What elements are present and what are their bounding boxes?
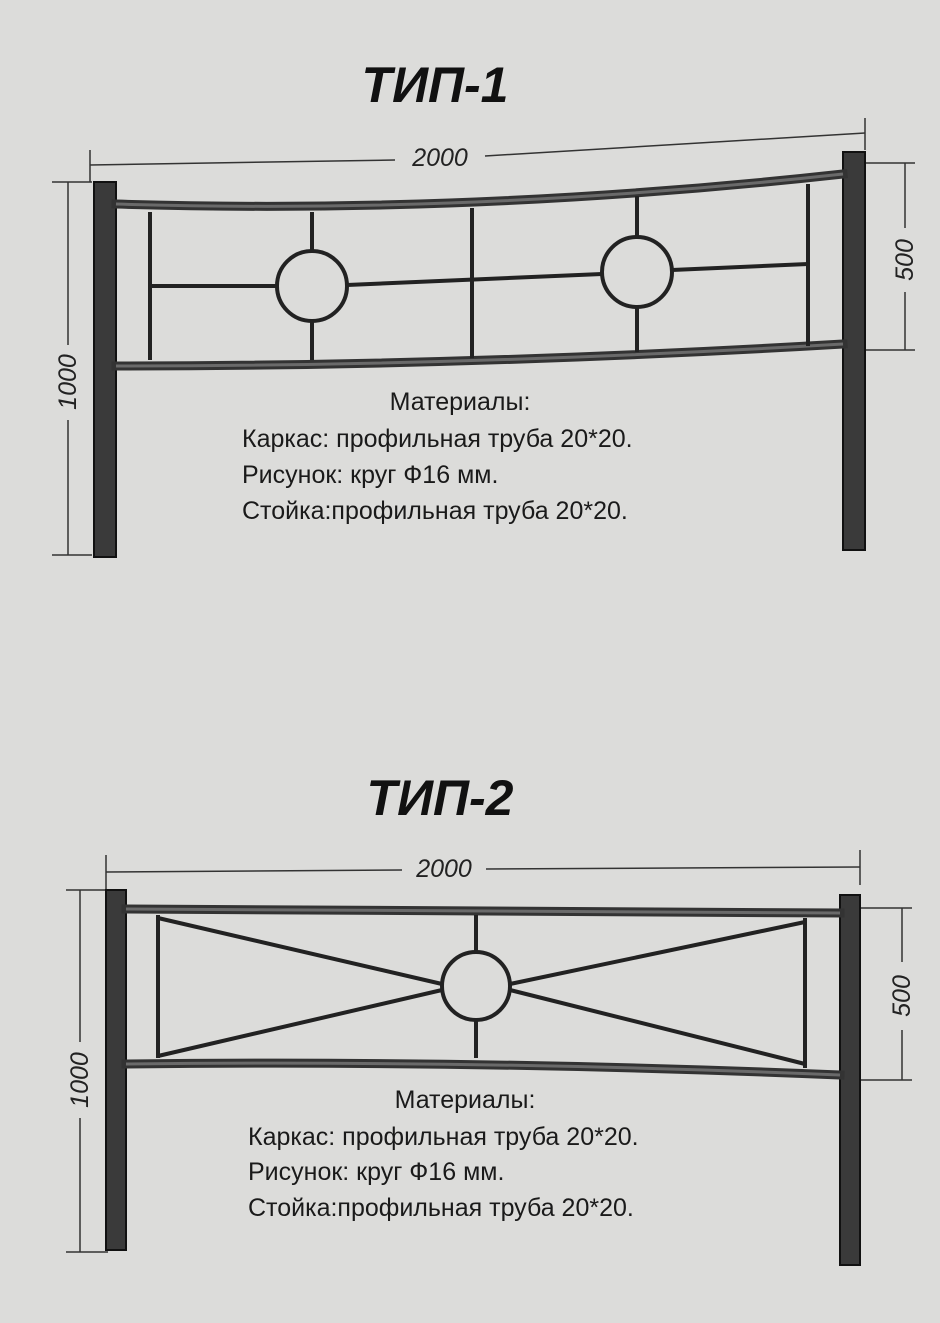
type1-bottom-rail bbox=[111, 339, 848, 371]
type1-bottom-rail-inner bbox=[115, 342, 844, 368]
type2-diagonal-lower-right bbox=[509, 988, 806, 1066]
type2-bottom-rail-inner bbox=[125, 1061, 841, 1077]
type2-width-dimline-left bbox=[105, 869, 403, 873]
type1-width-label: 2000 bbox=[411, 144, 468, 172]
type2-top-rail-inner bbox=[125, 907, 841, 915]
type2-height-dimension: 1000 bbox=[66, 889, 108, 1253]
type1-mid-bar-3 bbox=[671, 262, 809, 272]
type1-height-dimension: 1000 bbox=[52, 181, 92, 556]
type1-post-spec: Стойка:профильная труба 20*20. bbox=[242, 497, 628, 525]
type1-panel-dimension: 500 bbox=[865, 162, 919, 351]
type2-title: ТИП-2 bbox=[367, 770, 514, 826]
type2-panel-label: 500 bbox=[888, 975, 916, 1017]
type2-left-post bbox=[105, 889, 127, 1251]
type2-materials: Материалы: Каркас: профильная труба 20*2… bbox=[248, 1086, 639, 1222]
type2-circle-center bbox=[440, 950, 512, 1022]
type2-diagonal-lower-left bbox=[157, 988, 443, 1058]
type2-width-dimline-right bbox=[485, 866, 861, 870]
type2-height-label: 1000 bbox=[66, 1052, 94, 1108]
type2-width-label: 2000 bbox=[415, 855, 472, 883]
type2-diagonal-upper-right bbox=[509, 920, 806, 986]
type2-post-spec: Стойка:профильная труба 20*20. bbox=[248, 1194, 634, 1222]
type1-height-label: 1000 bbox=[54, 354, 82, 410]
type2-right-post bbox=[839, 894, 861, 1266]
type1-right-post bbox=[842, 151, 866, 551]
type1-drawing: ТИП-1 2000 1000 500 bbox=[52, 57, 919, 558]
type1-width-dimension: 2000 bbox=[89, 118, 866, 182]
type1-width-dimline-right bbox=[484, 132, 866, 157]
type2-frame-spec: Каркас: профильная труба 20*20. bbox=[248, 1123, 639, 1151]
type1-mid-bar-2 bbox=[346, 272, 603, 287]
type1-title: ТИП-1 bbox=[362, 57, 509, 113]
type1-materials-heading: Материалы: bbox=[390, 388, 531, 416]
type2-width-dimension: 2000 bbox=[105, 850, 861, 890]
type2-diagonal-upper-left bbox=[157, 916, 443, 986]
type2-panel-dimension: 500 bbox=[860, 907, 916, 1081]
type1-frame-spec: Каркас: профильная труба 20*20. bbox=[242, 425, 633, 453]
type2-drawing: ТИП-2 2000 1000 500 bbox=[66, 770, 916, 1266]
type1-circle-left bbox=[275, 249, 349, 323]
type1-pattern-spec: Рисунок: круг Ф16 мм. bbox=[242, 461, 498, 489]
type2-pattern-spec: Рисунок: круг Ф16 мм. bbox=[248, 1158, 504, 1186]
type2-materials-heading: Материалы: bbox=[395, 1086, 536, 1114]
type1-width-dimline-left bbox=[89, 159, 396, 166]
type1-circle-right bbox=[600, 235, 674, 309]
type1-top-rail-inner bbox=[115, 172, 844, 208]
type1-materials: Материалы: Каркас: профильная труба 20*2… bbox=[242, 388, 633, 525]
type1-panel-label: 500 bbox=[891, 239, 919, 281]
